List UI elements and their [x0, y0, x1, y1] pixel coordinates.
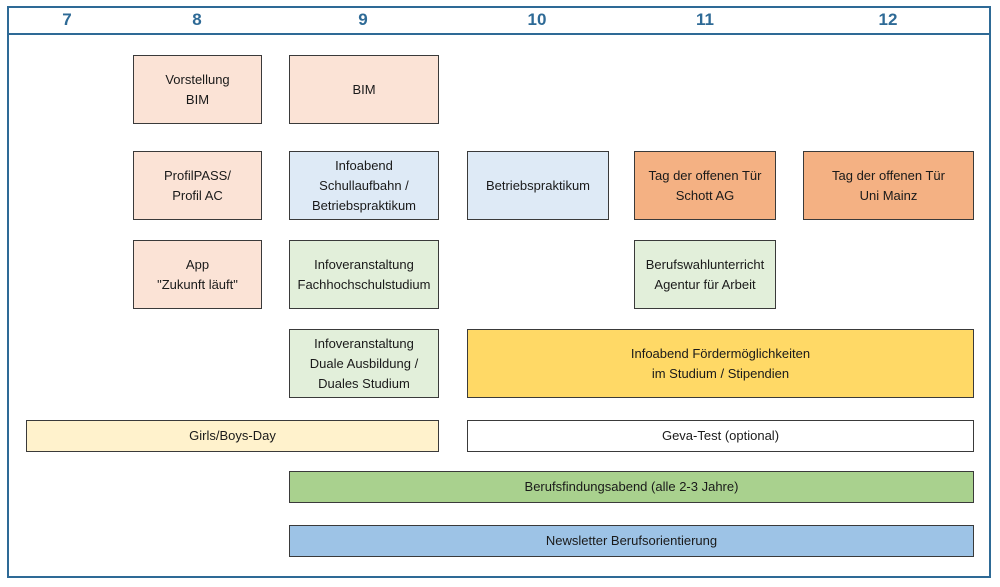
- bar-girls-boys-day: Girls/Boys-Day: [26, 420, 439, 452]
- grade-11-label: 11: [696, 10, 714, 29]
- box-tag-offene-tuer-uni: Tag der offenen Tür Uni Mainz: [803, 151, 974, 220]
- box-berufswahlunterricht: Berufswahlunterricht Agentur für Arbeit: [634, 240, 776, 309]
- box-infoabend-schullaufbahn: Infoabend Schullaufbahn / Betriebsprakti…: [289, 151, 439, 220]
- box-profilpass: ProfilPASS/ Profil AC: [133, 151, 262, 220]
- grade-9-label: 9: [358, 10, 368, 29]
- box-app-zukunft: App "Zukunft läuft": [133, 240, 262, 309]
- box-info-fachhochschul: Infoveranstaltung Fachhochschulstudium: [289, 240, 439, 309]
- grade-8-label: 8: [192, 10, 202, 29]
- grade-7-label: 7: [62, 10, 72, 29]
- box-bim: BIM: [289, 55, 439, 124]
- box-betriebspraktikum: Betriebspraktikum: [467, 151, 609, 220]
- box-infoabend-foerder: Infoabend Fördermöglichkeiten im Studium…: [467, 329, 974, 398]
- diagram-frame: [7, 6, 991, 578]
- grade-12-label: 12: [878, 10, 898, 29]
- header-divider: [7, 33, 991, 35]
- box-tag-offene-tuer-schott: Tag der offenen Tür Schott AG: [634, 151, 776, 220]
- box-info-duale: Infoveranstaltung Duale Ausbildung / Dua…: [289, 329, 439, 398]
- box-vorstellung-bim: Vorstellung BIM: [133, 55, 262, 124]
- bar-geva-test: Geva-Test (optional): [467, 420, 974, 452]
- bar-berufsfindungsabend: Berufsfindungsabend (alle 2-3 Jahre): [289, 471, 974, 503]
- grade-10-label: 10: [527, 10, 547, 29]
- bar-newsletter: Newsletter Berufsorientierung: [289, 525, 974, 557]
